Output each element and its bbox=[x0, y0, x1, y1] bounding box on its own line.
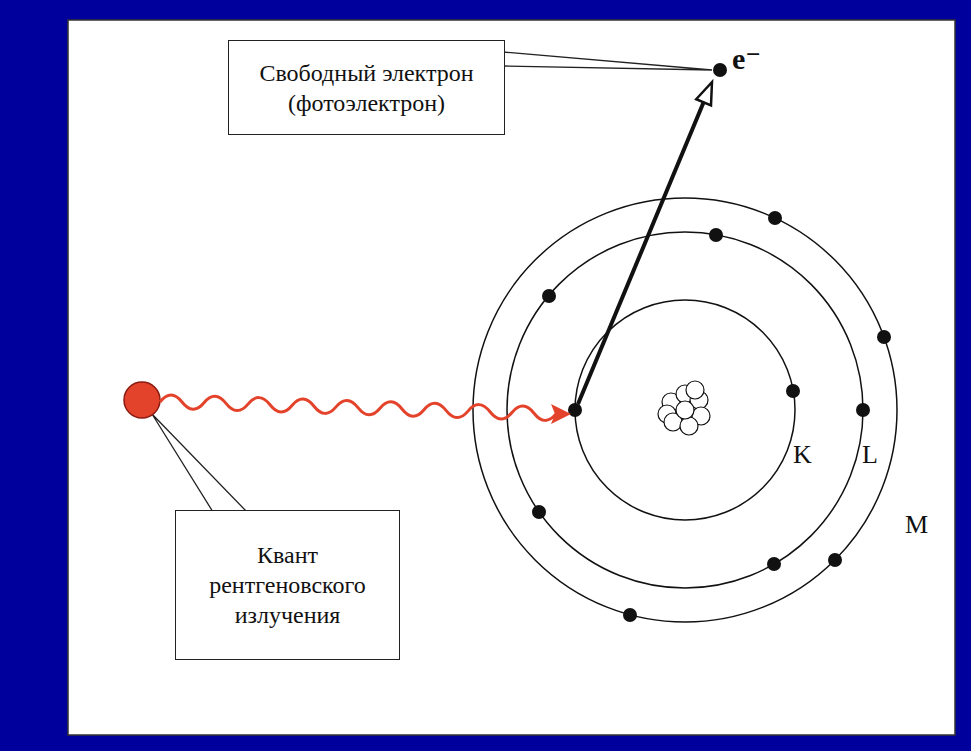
photon-arrowhead bbox=[551, 404, 571, 424]
shell-label: M bbox=[905, 512, 928, 538]
photon-wave bbox=[160, 395, 556, 420]
electron-dot bbox=[542, 289, 556, 303]
shell-label: K bbox=[793, 442, 812, 468]
shells bbox=[473, 198, 897, 622]
electron-dot bbox=[623, 608, 637, 622]
callout-text: Квант рентгеновского излучения bbox=[188, 540, 387, 630]
electrons bbox=[532, 63, 891, 622]
callout-box: Квант рентгеновского излучения bbox=[175, 510, 400, 660]
electron-dot bbox=[767, 557, 781, 571]
m-shell bbox=[473, 198, 897, 622]
nucleon bbox=[676, 401, 694, 419]
electron-dot bbox=[532, 505, 546, 519]
photon-source bbox=[124, 382, 160, 418]
callout-pointer bbox=[503, 52, 712, 70]
callout-box: Свободный электрон (фотоэлектрон) bbox=[228, 40, 505, 135]
electron-symbol: e⁻ bbox=[732, 44, 761, 74]
shell-label: L bbox=[862, 442, 878, 468]
nucleus bbox=[658, 381, 710, 435]
free-electron-dot bbox=[713, 63, 727, 77]
ejection-arrowhead bbox=[696, 82, 712, 105]
electron-dot bbox=[856, 403, 870, 417]
nucleon bbox=[686, 381, 704, 399]
electron-dot bbox=[828, 553, 842, 567]
nucleon bbox=[680, 417, 698, 435]
electron-dot bbox=[786, 384, 800, 398]
callout-pointer bbox=[152, 414, 247, 512]
electron-dot bbox=[877, 330, 891, 344]
callout-text: Свободный электрон (фотоэлектрон) bbox=[241, 58, 492, 118]
l-shell bbox=[507, 232, 863, 588]
panel bbox=[68, 20, 955, 735]
electron-dot bbox=[768, 211, 782, 225]
electron-dot bbox=[568, 403, 582, 417]
ejection-arrow bbox=[578, 102, 704, 404]
electron-dot bbox=[709, 228, 723, 242]
